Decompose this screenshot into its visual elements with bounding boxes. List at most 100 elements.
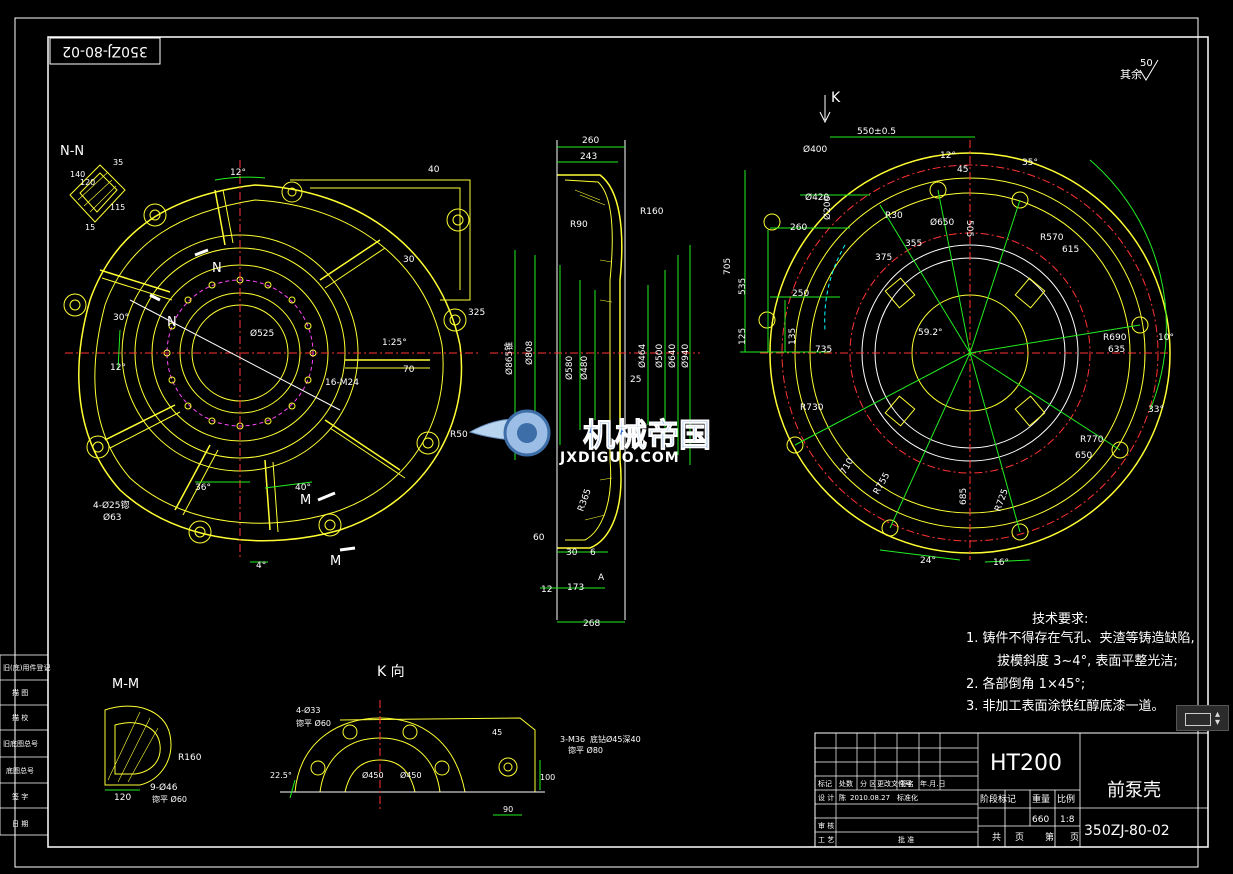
svg-text:R365: R365 <box>576 488 593 513</box>
svg-text:N-N: N-N <box>60 144 84 159</box>
svg-text:9-Ø46: 9-Ø46 <box>150 782 178 793</box>
svg-text:535: 535 <box>738 278 748 295</box>
svg-text:45: 45 <box>957 165 968 175</box>
svg-text:125: 125 <box>738 328 748 345</box>
svg-text:45: 45 <box>492 728 502 737</box>
svg-text:R570: R570 <box>1040 233 1064 243</box>
svg-text:签名: 签名 <box>900 779 914 788</box>
rear-view-dims: 550±0.5 Ø400 12° 35° Ø420 45 R30 Ø650 50… <box>723 127 1174 568</box>
svg-text:1:8: 1:8 <box>1060 815 1075 825</box>
side-table: 旧(底)用件登记 描 图 描 校 旧底图总号 底图总号 签 字 日 期 <box>0 654 50 836</box>
svg-text:A: A <box>598 573 605 583</box>
svg-text:710: 710 <box>839 456 856 476</box>
svg-text:635: 635 <box>1108 345 1125 355</box>
svg-text:90: 90 <box>503 805 513 814</box>
svg-text:日 期: 日 期 <box>12 820 28 828</box>
svg-text:70: 70 <box>403 365 415 375</box>
svg-text:30: 30 <box>566 548 578 558</box>
svg-text:16°: 16° <box>993 558 1009 568</box>
svg-text:36°: 36° <box>195 483 211 493</box>
svg-text:描 图: 描 图 <box>12 688 28 697</box>
svg-text:Ø450: Ø450 <box>400 770 422 780</box>
svg-text:Ø420: Ø420 <box>805 192 830 203</box>
svg-text:底图总号: 底图总号 <box>6 766 34 775</box>
svg-text:35°: 35° <box>1022 158 1038 168</box>
svg-text:33°: 33° <box>1148 405 1164 415</box>
svg-text:R755: R755 <box>872 471 892 496</box>
svg-text:Ø580: Ø580 <box>564 355 575 380</box>
svg-text:设 计: 设 计 <box>818 793 834 802</box>
svg-text:旧底图总号: 旧底图总号 <box>3 739 38 748</box>
svg-text:第: 第 <box>1045 831 1054 843</box>
svg-text:650: 650 <box>1075 451 1092 461</box>
svg-text:4-Ø25锪: 4-Ø25锪 <box>93 499 130 511</box>
svg-text:735: 735 <box>815 345 832 355</box>
svg-text:24°: 24° <box>920 556 936 566</box>
svg-text:268: 268 <box>583 619 600 629</box>
drawing-number-box: 350ZJ-80-02 <box>49 37 161 65</box>
svg-text:4°: 4° <box>256 561 266 571</box>
svg-text:4-Ø33: 4-Ø33 <box>296 705 320 715</box>
technical-requirements: 技术要求: 1. 铸件不得存在气孔、夹渣等铸造缺陷, 拔模斜度 3~4°, 表面… <box>966 612 1195 714</box>
svg-text:重量: 重量 <box>1032 793 1050 805</box>
svg-text:陈: 陈 <box>839 793 846 802</box>
svg-text:审 核: 审 核 <box>818 821 834 830</box>
section-mm: M-M R160 9-Ø46 锪平 Ø60 120 <box>104 677 202 804</box>
svg-text:签 字: 签 字 <box>12 792 28 801</box>
svg-text:685: 685 <box>959 488 969 505</box>
svg-text:Ø200: Ø200 <box>822 195 833 220</box>
svg-text:505: 505 <box>964 220 974 237</box>
title-block: HT200 前泵壳 350ZJ-80-02 标记 处数 分 区 更改文件号 签名… <box>814 732 1209 848</box>
svg-text:115: 115 <box>110 203 125 212</box>
svg-text:12°: 12° <box>110 363 126 373</box>
svg-text:173: 173 <box>567 583 584 593</box>
svg-text:Ø940: Ø940 <box>680 343 691 368</box>
svg-text:工 艺: 工 艺 <box>818 836 834 844</box>
svg-text:R90: R90 <box>570 220 588 230</box>
svg-text:40°: 40° <box>295 483 311 493</box>
k-arrow: K <box>819 90 841 124</box>
chevron-updown-icon: ▴▾ <box>1215 709 1221 728</box>
svg-text:Ø640: Ø640 <box>667 343 678 368</box>
svg-text:锪平 Ø60: 锪平 Ø60 <box>296 718 331 728</box>
roughness-symbol: 其余 50 <box>1120 58 1159 81</box>
svg-text:60: 60 <box>533 533 545 543</box>
svg-text:25: 25 <box>630 375 641 385</box>
outer-border <box>14 17 1199 868</box>
keyboard-toggle-widget[interactable]: ▴▾ <box>1176 705 1229 731</box>
svg-text:15: 15 <box>85 223 95 232</box>
k-view: K 向 <box>280 664 545 816</box>
side-section-dims: 260 243 R160 R90 Ø865锥 Ø808 Ø580 Ø480 Ø4… <box>503 136 691 629</box>
svg-text:59.2°: 59.2° <box>918 328 943 338</box>
svg-text:机械帝国: 机械帝国 <box>583 416 711 454</box>
svg-text:N: N <box>167 315 177 330</box>
svg-text:HT200: HT200 <box>990 751 1062 776</box>
svg-text:22.5°: 22.5° <box>270 771 292 780</box>
svg-text:355: 355 <box>905 239 922 249</box>
svg-text:6: 6 <box>590 548 596 558</box>
svg-text:R50: R50 <box>450 430 468 440</box>
svg-text:30°: 30° <box>113 313 129 323</box>
svg-text:2010.08.27: 2010.08.27 <box>850 794 890 802</box>
front-view-volute <box>63 160 480 563</box>
svg-text:1:25°: 1:25° <box>382 338 407 348</box>
svg-text:3. 非加工表面涂铁红醇底漆一道。: 3. 非加工表面涂铁红醇底漆一道。 <box>966 698 1165 714</box>
svg-text:135: 135 <box>788 328 798 345</box>
svg-text:350ZJ-80-02: 350ZJ-80-02 <box>1084 823 1170 839</box>
svg-text:325: 325 <box>468 308 485 318</box>
svg-text:技术要求:: 技术要求: <box>1032 612 1088 627</box>
svg-text:660: 660 <box>1032 815 1049 825</box>
svg-text:N: N <box>212 261 222 276</box>
svg-text:10°: 10° <box>1158 333 1174 343</box>
svg-text:JXDIGUO.COM: JXDIGUO.COM <box>559 450 680 466</box>
svg-text:描 校: 描 校 <box>12 713 28 722</box>
k-view-dims: 4-Ø33 锪平 Ø60 3-M36 底钻Ø45深40 锪平 Ø80 22.5°… <box>270 705 641 814</box>
svg-text:Ø63: Ø63 <box>103 512 122 523</box>
svg-text:705: 705 <box>723 258 733 275</box>
svg-text:120: 120 <box>114 793 131 803</box>
svg-text:Ø400: Ø400 <box>803 144 828 155</box>
svg-text:140: 140 <box>70 170 85 179</box>
svg-text:处数: 处数 <box>839 779 853 788</box>
svg-text:12: 12 <box>541 585 552 595</box>
